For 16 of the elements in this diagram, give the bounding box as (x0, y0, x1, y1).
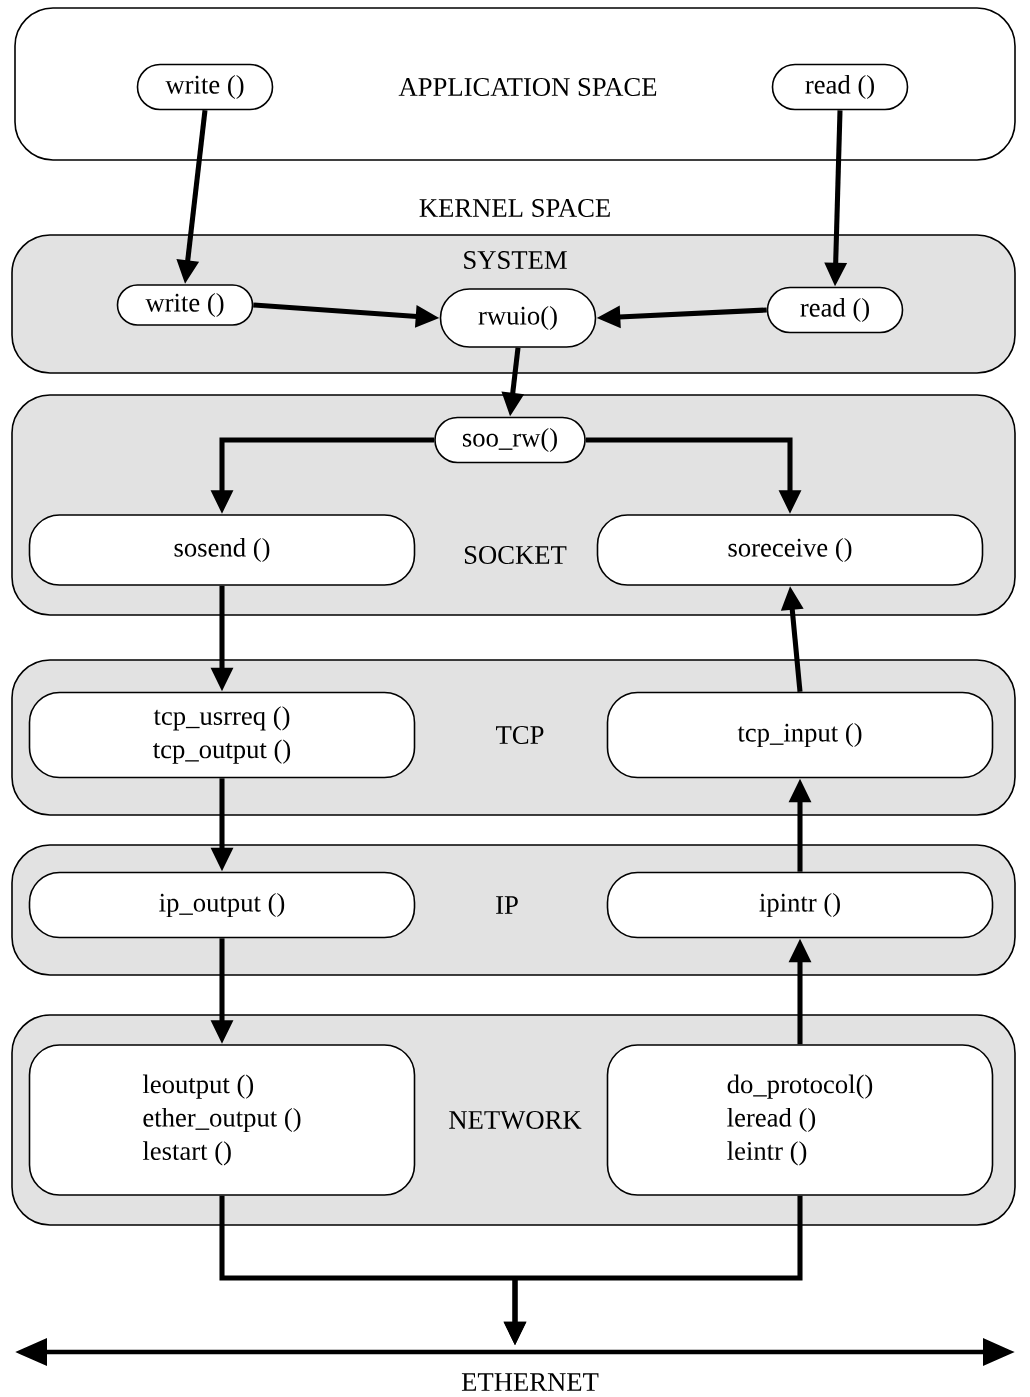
function-box: soreceive () (596, 514, 984, 586)
function-box: write () (136, 63, 274, 111)
function-box: rwuio() (439, 288, 597, 348)
function-box: read () (771, 63, 909, 111)
function-box: do_protocol() leread () leintr () (606, 1044, 994, 1196)
function-box: read () (766, 286, 904, 334)
function-box: leoutput () ether_output () lestart () (28, 1044, 416, 1196)
bus-label: ETHERNET (461, 1373, 599, 1391)
layer-label: KERNEL SPACE (419, 199, 610, 217)
function-box: tcp_usrreq () tcp_output () (28, 691, 416, 779)
function-box: write () (116, 284, 254, 326)
function-box: ipintr () (606, 871, 994, 939)
function-box: tcp_input () (606, 691, 994, 779)
function-box: soo_rw() (434, 416, 586, 464)
function-box: ip_output () (28, 871, 416, 939)
function-box: sosend () (28, 514, 416, 586)
